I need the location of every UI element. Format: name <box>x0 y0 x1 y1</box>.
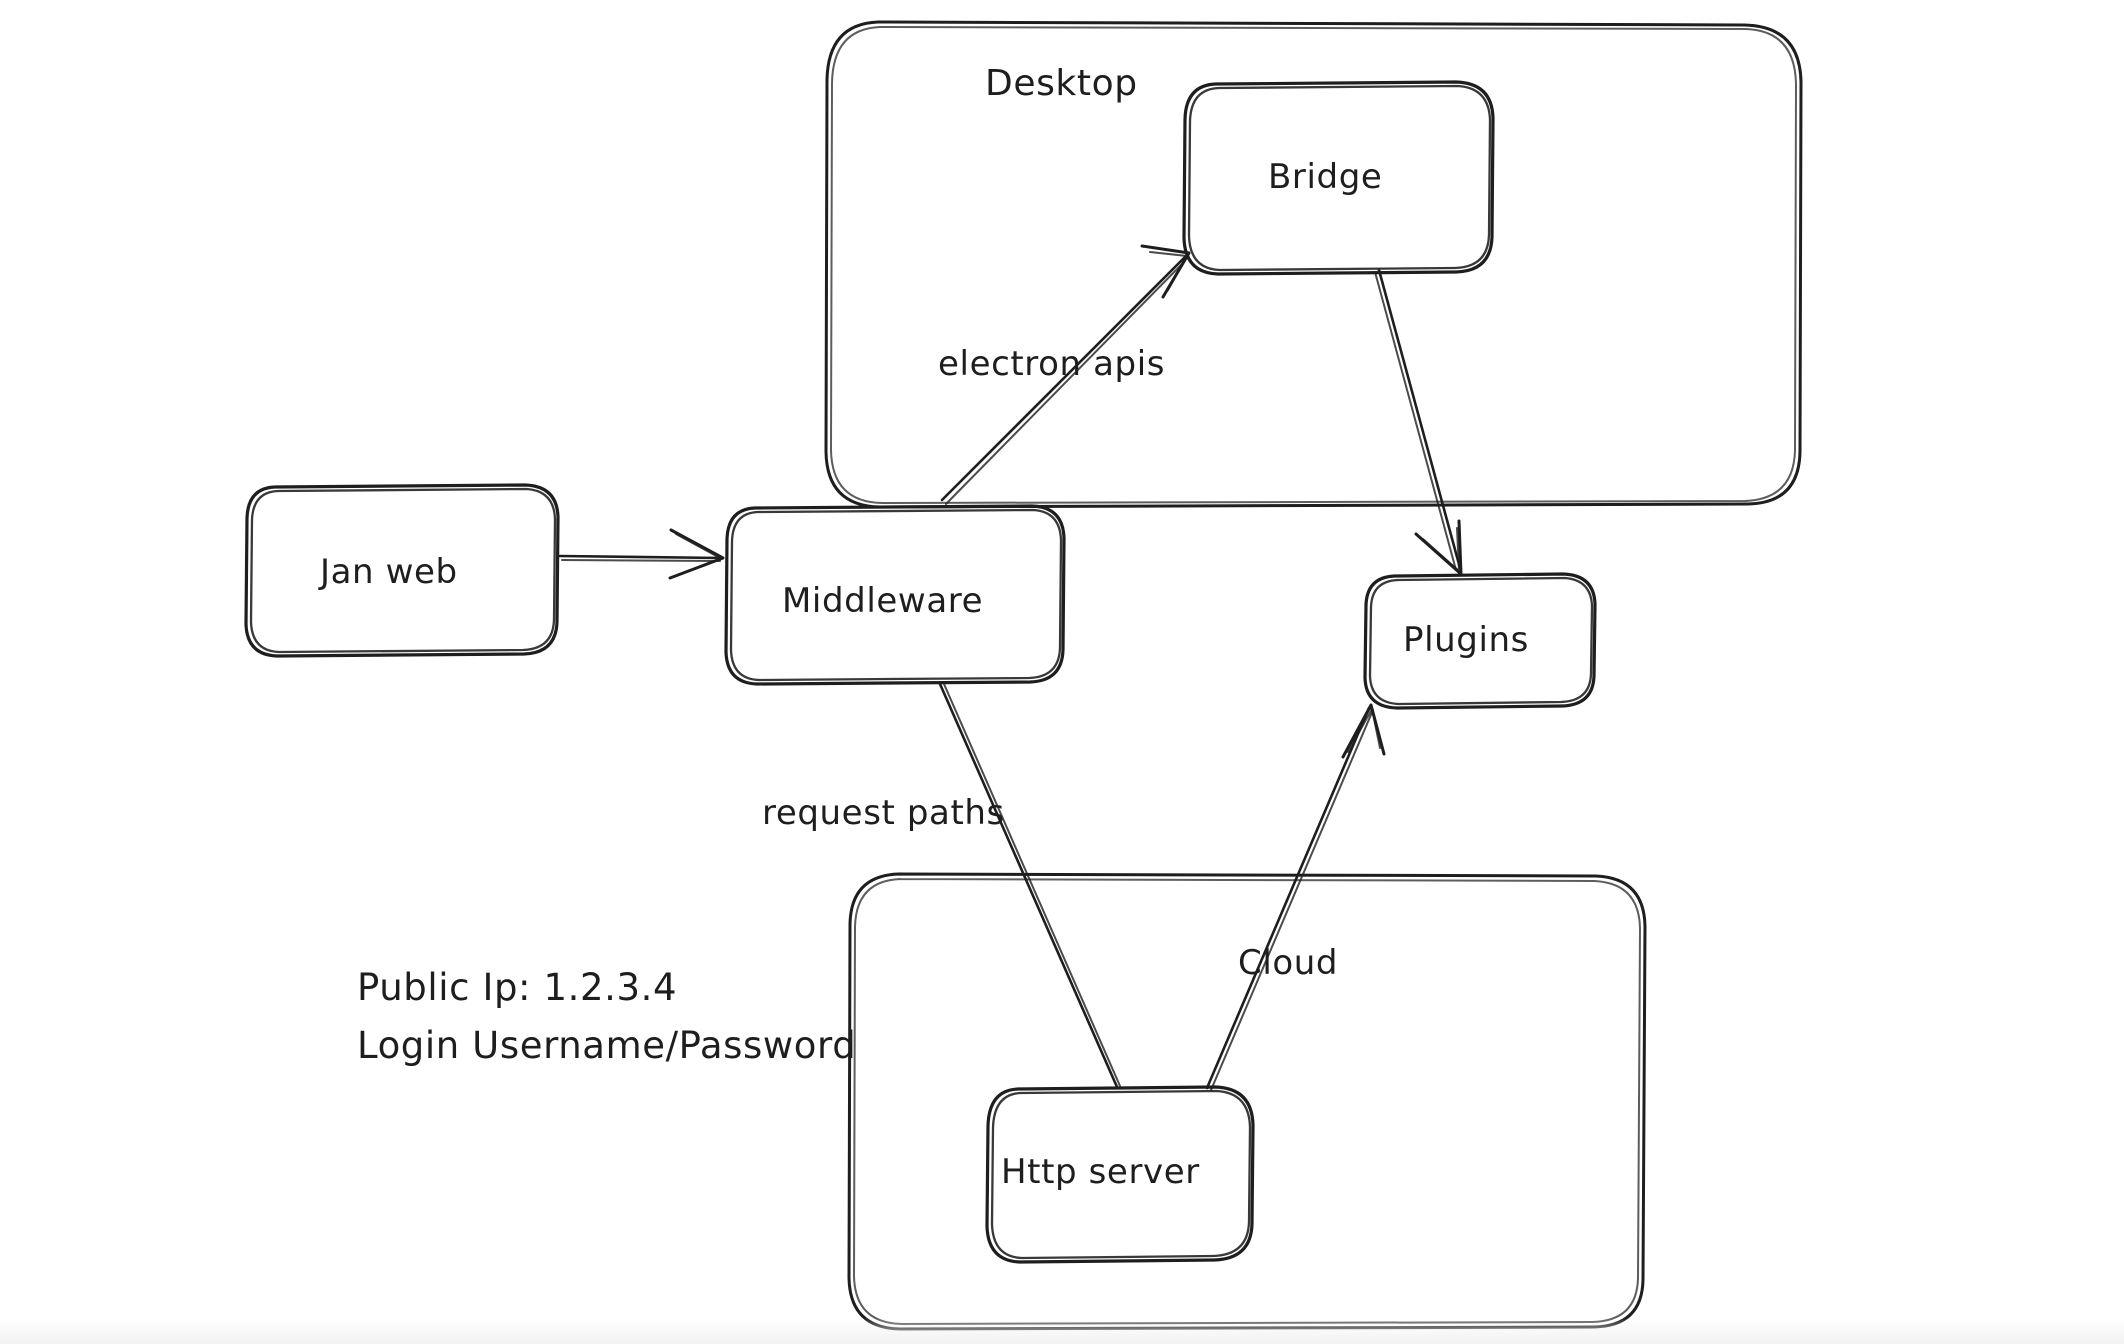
node-bridge[interactable] <box>1182 80 1495 276</box>
container-desktop[interactable] <box>824 20 1803 509</box>
connection-note: Public Ip: 1.2.3.4 Login Username/Passwo… <box>357 966 856 1067</box>
node-label-http-server: Http server <box>1001 1152 1200 1192</box>
node-jan-web[interactable] <box>244 483 560 658</box>
node-label-middleware: Middleware <box>782 581 983 621</box>
node-label-plugins: Plugins <box>1403 620 1529 660</box>
edge-label-electron-apis: electron apis <box>938 344 1165 384</box>
node-plugins[interactable] <box>1363 572 1597 710</box>
note-line-public-ip: Public Ip: 1.2.3.4 <box>357 966 677 1009</box>
edge-bridge-to-plugins[interactable] <box>1374 268 1463 576</box>
edge-http-server-to-plugins[interactable] <box>1205 703 1386 1091</box>
edge-jan-web-to-middleware[interactable] <box>558 528 725 580</box>
note-line-login: Login Username/Password <box>357 1024 856 1067</box>
edge-middleware-to-bridge[interactable] <box>940 244 1191 505</box>
container-label-desktop: Desktop <box>985 63 1138 104</box>
edge-label-request-paths: request paths <box>762 793 1005 833</box>
node-middleware[interactable] <box>724 504 1066 686</box>
edge-middleware-to-http-server[interactable] <box>938 682 1121 1089</box>
edge-label-cloud: Cloud <box>1238 943 1338 983</box>
node-label-bridge: Bridge <box>1268 157 1382 197</box>
node-label-jan-web: Jan web <box>318 552 458 592</box>
node-http-server[interactable] <box>985 1085 1255 1264</box>
